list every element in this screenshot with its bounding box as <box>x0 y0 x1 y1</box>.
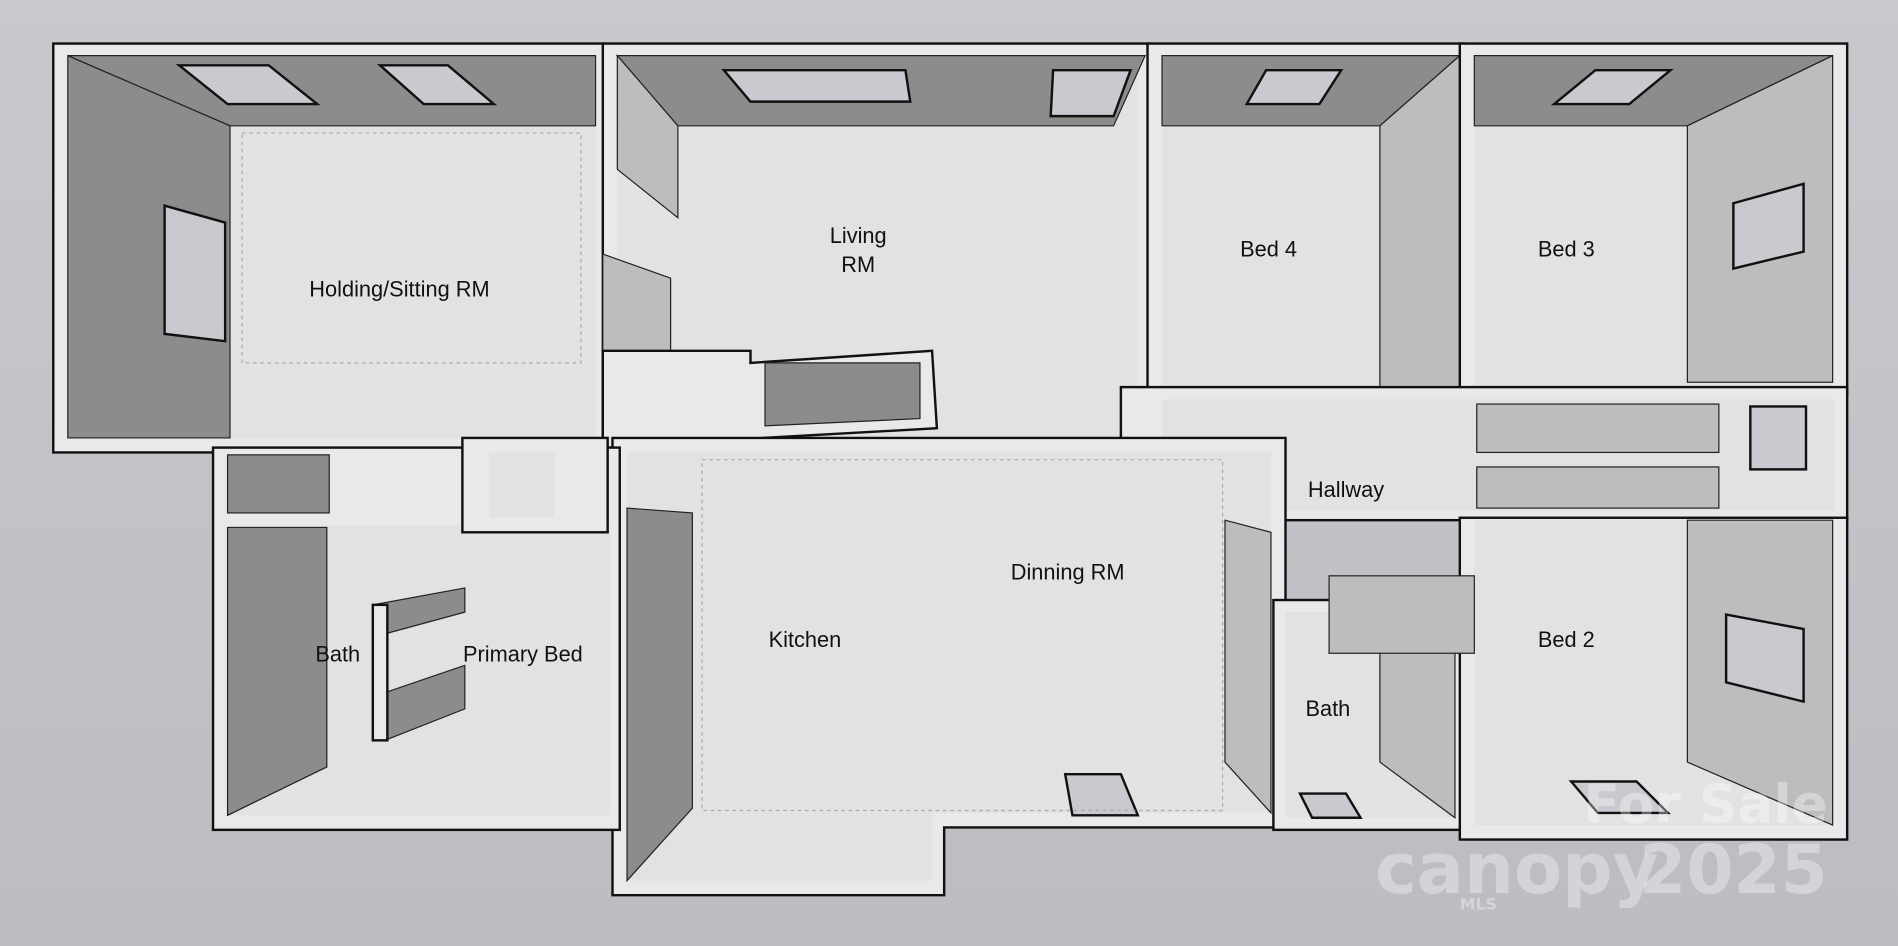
bed2-room <box>1328 516 1849 841</box>
watermark-brand: canopy <box>1375 828 1658 910</box>
bed4-room <box>1146 42 1466 396</box>
bed3-room <box>1458 42 1849 396</box>
label-kitchen: Kitchen <box>769 627 842 652</box>
holding-room <box>52 42 607 454</box>
canopy-watermark: For Sale canopy 2025 MLS <box>1375 774 1828 914</box>
label-hall-bath: Bath <box>1305 696 1350 721</box>
label-bed-3: Bed 3 <box>1538 236 1595 261</box>
label-dining-rm: Dinning RM <box>1011 559 1125 584</box>
label-bed-2: Bed 2 <box>1538 627 1595 652</box>
label-living-rm-line1: Living <box>830 223 887 248</box>
living-room <box>601 42 1152 452</box>
label-holding-sitting-rm: Holding/Sitting RM <box>309 276 489 301</box>
label-hallway: Hallway <box>1308 477 1384 502</box>
label-primary-bed: Primary Bed <box>463 642 583 667</box>
label-living-rm-line2: RM <box>841 252 875 277</box>
watermark-for-sale: For Sale <box>1584 774 1828 836</box>
watermark-mls: MLS <box>1460 895 1497 914</box>
primary-suite <box>211 436 621 832</box>
hallway-area <box>1119 385 1849 522</box>
dining-kitchen <box>611 436 1287 897</box>
label-bed-4: Bed 4 <box>1240 236 1297 261</box>
watermark-year: 2025 <box>1639 830 1828 909</box>
label-primary-bath: Bath <box>315 642 360 667</box>
